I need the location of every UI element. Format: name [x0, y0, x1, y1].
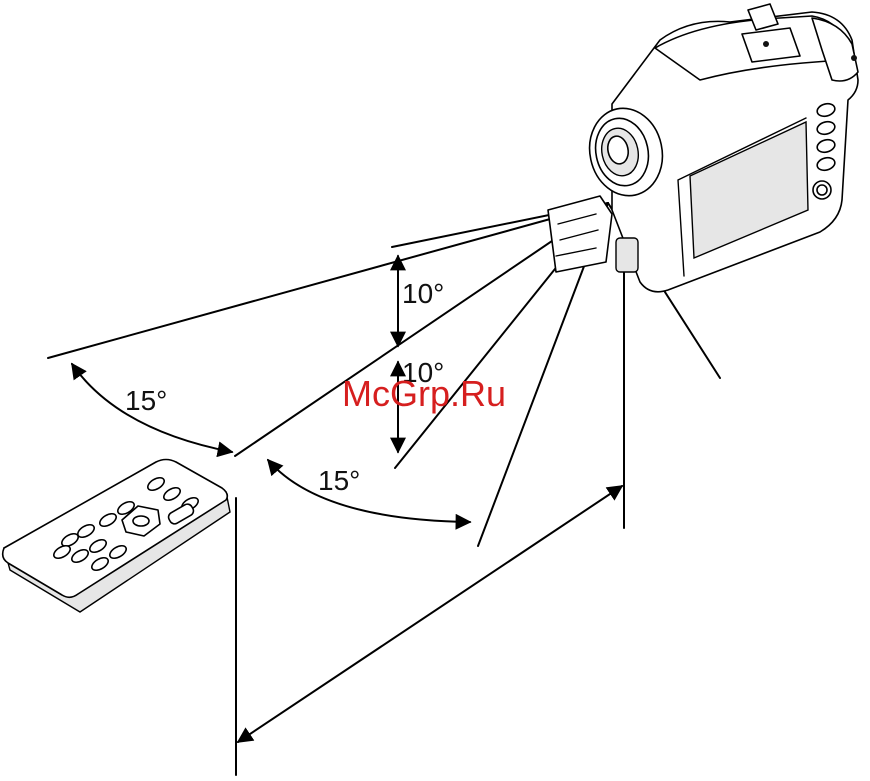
- horizontal-angle-right-label: 15°: [318, 465, 360, 496]
- watermark-text: McGrp.Ru: [342, 373, 506, 414]
- horizontal-angle-left-label: 15°: [125, 385, 167, 416]
- camcorder-illustration: [548, 4, 858, 292]
- distance-dimension: [236, 250, 624, 775]
- remote-control-illustration: [3, 460, 230, 613]
- vertical-angle-upper-label: 10°: [402, 278, 444, 309]
